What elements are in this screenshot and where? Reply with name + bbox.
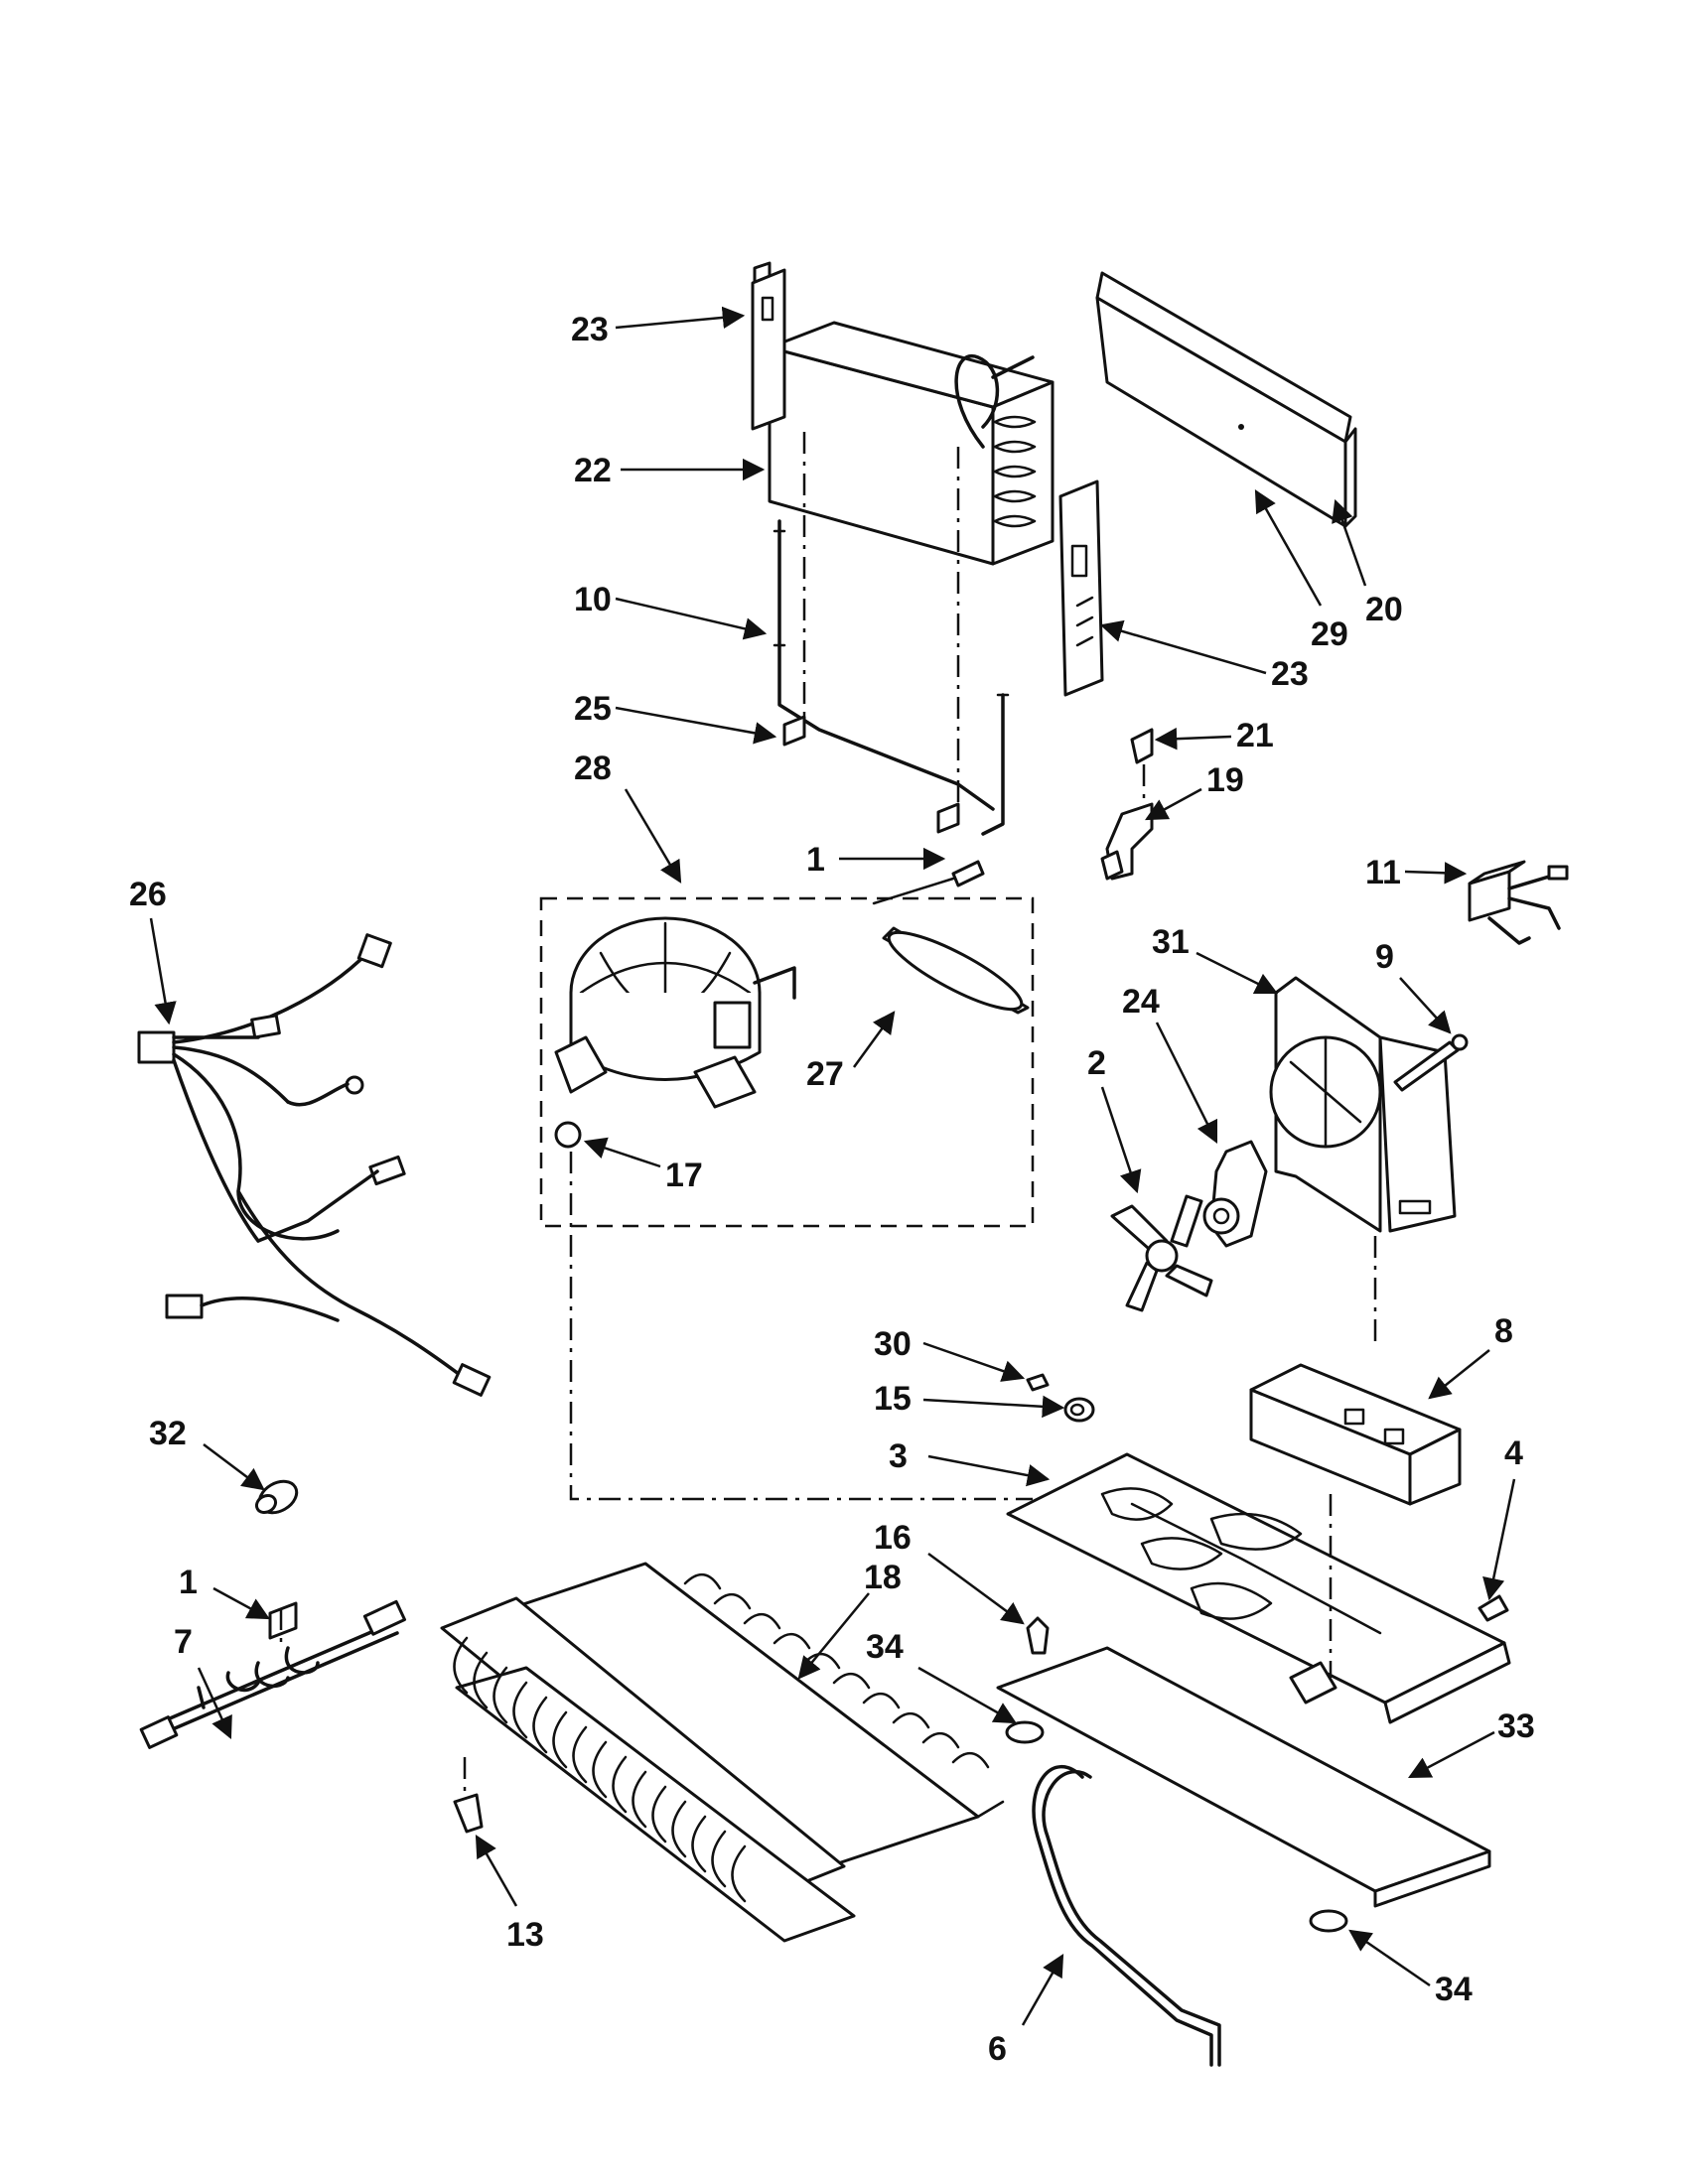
pin-30 bbox=[1026, 1373, 1050, 1392]
control-box-8 bbox=[1249, 1363, 1462, 1506]
callout-7: 7 bbox=[174, 1623, 193, 1661]
callout-2: 2 bbox=[1087, 1044, 1106, 1082]
callout-13: 13 bbox=[506, 1916, 544, 1954]
callout-26: 26 bbox=[129, 876, 167, 913]
evaporator-bracket-left bbox=[751, 268, 786, 431]
defrost-heater bbox=[773, 519, 1010, 836]
condenser-coil bbox=[440, 1562, 1005, 1943]
callout-1-top: 1 bbox=[806, 841, 825, 879]
foot-34-right bbox=[1309, 1909, 1348, 1933]
evaporator-bracket-right bbox=[1058, 479, 1104, 697]
fan-shroud bbox=[1269, 976, 1457, 1233]
callout-23: 23 bbox=[571, 311, 609, 348]
callout-29: 29 bbox=[1311, 615, 1348, 653]
drier bbox=[882, 926, 1030, 1015]
callout-1-bottom: 1 bbox=[179, 1564, 198, 1601]
callout-labels: 23 22 10 25 28 1 27 17 26 20 29 23 21 19… bbox=[129, 311, 1535, 2068]
callout-28: 28 bbox=[574, 750, 612, 787]
callout-11: 11 bbox=[1365, 854, 1401, 891]
compressor bbox=[554, 916, 796, 1149]
clip-13 bbox=[453, 1793, 484, 1834]
callout-20: 20 bbox=[1365, 591, 1403, 628]
fan-motor bbox=[1202, 1140, 1268, 1248]
cover-panel-33 bbox=[996, 1646, 1491, 1908]
callout-30: 30 bbox=[874, 1325, 912, 1363]
callout-31: 31 bbox=[1152, 923, 1190, 961]
callout-27: 27 bbox=[806, 1055, 844, 1093]
screw-16 bbox=[1026, 1616, 1050, 1655]
callout-25: 25 bbox=[574, 690, 612, 728]
callout-18: 18 bbox=[864, 1559, 902, 1596]
callout-8: 8 bbox=[1494, 1312, 1513, 1350]
callout-34-right: 34 bbox=[1435, 1971, 1473, 2008]
connector-32 bbox=[254, 1479, 299, 1515]
screw-9 bbox=[1393, 1033, 1469, 1092]
drain-cover bbox=[1095, 271, 1357, 528]
vibration-damper-15 bbox=[1063, 1397, 1095, 1423]
screw-21 bbox=[1130, 728, 1154, 764]
callout-4: 4 bbox=[1504, 1434, 1523, 1472]
screw-4 bbox=[1477, 1594, 1509, 1622]
evaporator-coil bbox=[753, 261, 1055, 566]
callout-32: 32 bbox=[149, 1415, 187, 1452]
callout-16: 16 bbox=[874, 1519, 912, 1557]
harness-7 bbox=[139, 1599, 407, 1749]
drain-tube-6 bbox=[1032, 1764, 1221, 2067]
base-pan bbox=[1006, 1452, 1511, 1724]
wiring-harness bbox=[137, 933, 492, 1397]
screw-1-top bbox=[872, 860, 985, 905]
callout-6: 6 bbox=[988, 2030, 1007, 2068]
callout-33: 33 bbox=[1497, 1707, 1535, 1745]
callout-17: 17 bbox=[665, 1157, 703, 1194]
callout-23-right: 23 bbox=[1271, 655, 1309, 693]
callout-3: 3 bbox=[889, 1437, 908, 1475]
callout-24: 24 bbox=[1122, 983, 1160, 1021]
transformer bbox=[1468, 860, 1569, 945]
callout-19: 19 bbox=[1206, 761, 1244, 799]
callout-10: 10 bbox=[574, 581, 612, 618]
callout-21: 21 bbox=[1236, 717, 1274, 754]
callout-22: 22 bbox=[574, 452, 612, 489]
foot-34-left bbox=[1005, 1720, 1045, 1744]
callout-9: 9 bbox=[1375, 938, 1394, 976]
leader-lines bbox=[149, 306, 1516, 2026]
fan-blade bbox=[1110, 1194, 1213, 1312]
callout-34-left: 34 bbox=[866, 1628, 904, 1666]
bracket-19 bbox=[1100, 802, 1154, 881]
callout-15: 15 bbox=[874, 1380, 912, 1418]
